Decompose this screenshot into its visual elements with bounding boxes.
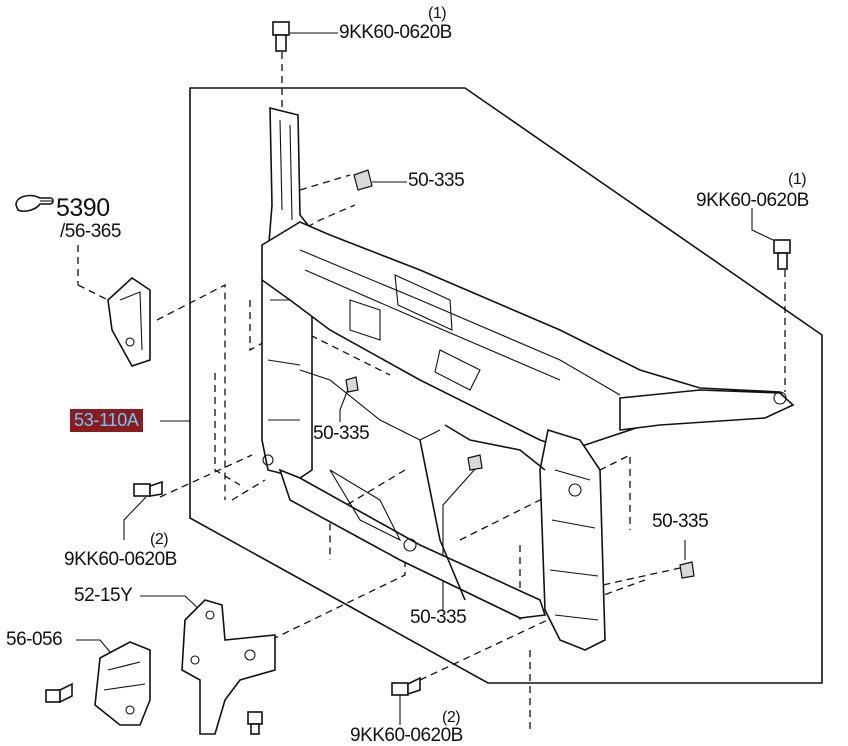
callout-bracket-56-056: 56-056 [6,629,63,650]
leader-bolt-right [751,208,774,241]
callout-bolt-bottom-qty: (2) [442,709,461,726]
side-cover-56-365 [107,276,151,367]
radiator-support-panel [261,106,795,651]
callout-bolt-left-code: 9KK60-0620B [64,549,177,570]
callout-bolt-right-code: 9KK60-0620B [696,190,809,211]
assembly-outline-path [189,87,823,684]
leader-52-15y [140,595,201,611]
bolt-bottom-left [45,682,73,704]
callout-bolt-right-qty: (1) [788,171,807,188]
bolt-bottom [391,676,421,696]
bolt-bottom-mid [247,711,263,735]
clip-right [679,561,695,579]
leader-56-056 [76,639,111,653]
callout-bracket-52-15y: 52-15Y [74,585,133,606]
clip-top [353,169,373,191]
bracket-52-15y [181,599,276,735]
callout-bolt-left-qty: (2) [150,531,169,548]
clip-bottom [467,454,483,471]
callout-main-panel[interactable]: 53-110A [70,409,143,432]
callout-clip-right: 50-335 [652,511,709,532]
callout-ref-5390: 5390 [56,194,110,222]
bolt-right [773,239,791,270]
callout-bolt-bottom-code: 9KK60-0620B [350,725,463,746]
callout-bolt-top-code: 9KK60-0620B [339,22,452,43]
clip-mid-left [345,376,359,393]
bolt-left [133,480,163,497]
callout-clip-top: 50-335 [408,170,465,191]
callout-bolt-top-qty: (1) [428,5,447,22]
leader-bolt-left [123,496,147,540]
callout-clip-bottom: 50-335 [410,607,467,628]
hand-pointer-icon [15,194,54,212]
bolt-top [272,21,290,52]
callout-clip-mid-left: 50-335 [313,423,370,444]
bracket-56-056 [94,641,151,726]
callout-ref-56-365: /56-365 [60,221,121,242]
